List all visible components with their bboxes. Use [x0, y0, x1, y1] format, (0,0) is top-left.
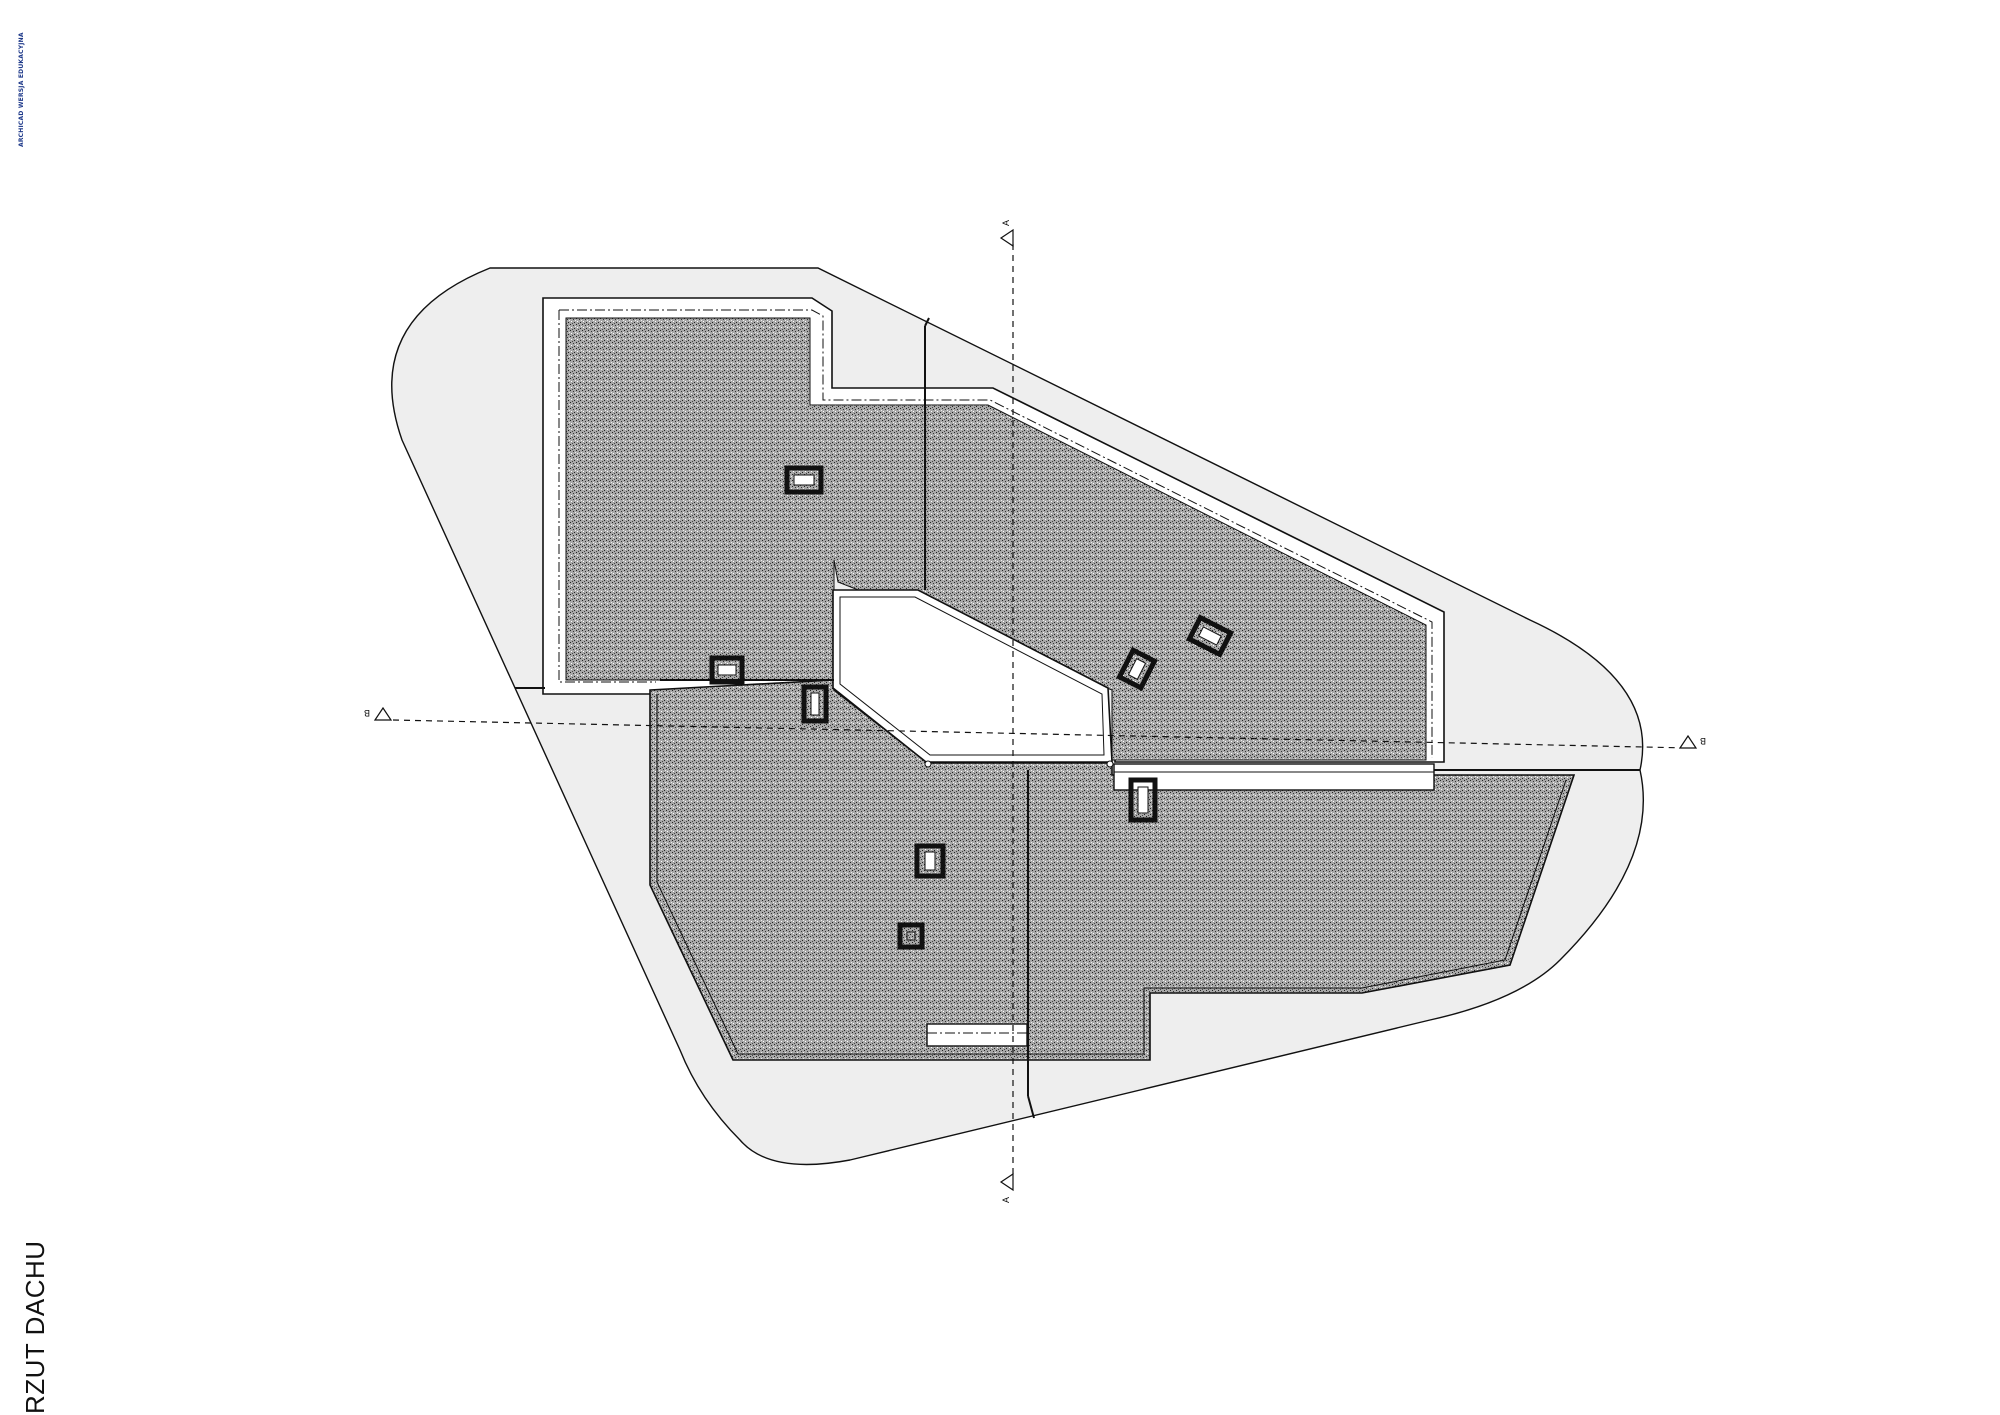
skylight-icon — [801, 684, 829, 724]
sheet-title-text: RZUT DACHU — [20, 1240, 50, 1414]
section-line-b — [392, 719, 1691, 749]
parapet-axis-line — [559, 309, 1433, 758]
skylight-icon — [709, 655, 745, 685]
column-icon — [1106, 760, 1114, 768]
svg-text:B: B — [1700, 736, 1706, 746]
section-marker-b-left[interactable]: B — [364, 706, 393, 721]
section-marker-b-right[interactable]: B — [1678, 734, 1706, 749]
svg-text:A: A — [1001, 1197, 1011, 1203]
vent-icon — [897, 922, 925, 950]
skylight-icon — [784, 465, 824, 495]
courtyard-inner-edge — [839, 596, 1105, 756]
skylight-icon — [1186, 614, 1234, 658]
expansion-joint-strip — [1113, 763, 1435, 791]
lower-roof-inner-edge — [656, 694, 1567, 1055]
skylight-icon — [914, 843, 946, 879]
section-marker-a-top[interactable]: A — [999, 220, 1014, 248]
wall-line-tip — [924, 317, 930, 327]
svg-text:A: A — [1001, 220, 1011, 226]
column-icon — [924, 760, 932, 768]
roof-hatch-opening — [926, 1023, 1028, 1047]
svg-text:B: B — [364, 708, 370, 718]
wall-line-lower-tip — [1027, 1095, 1035, 1119]
parapet-axis-line-left — [558, 310, 656, 683]
section-marker-a-bottom[interactable]: A — [999, 1172, 1014, 1203]
skylight-icon — [1116, 646, 1158, 692]
sheet-title: RZUT DACHU — [20, 1240, 50, 1414]
skylight-icon — [1128, 777, 1158, 823]
